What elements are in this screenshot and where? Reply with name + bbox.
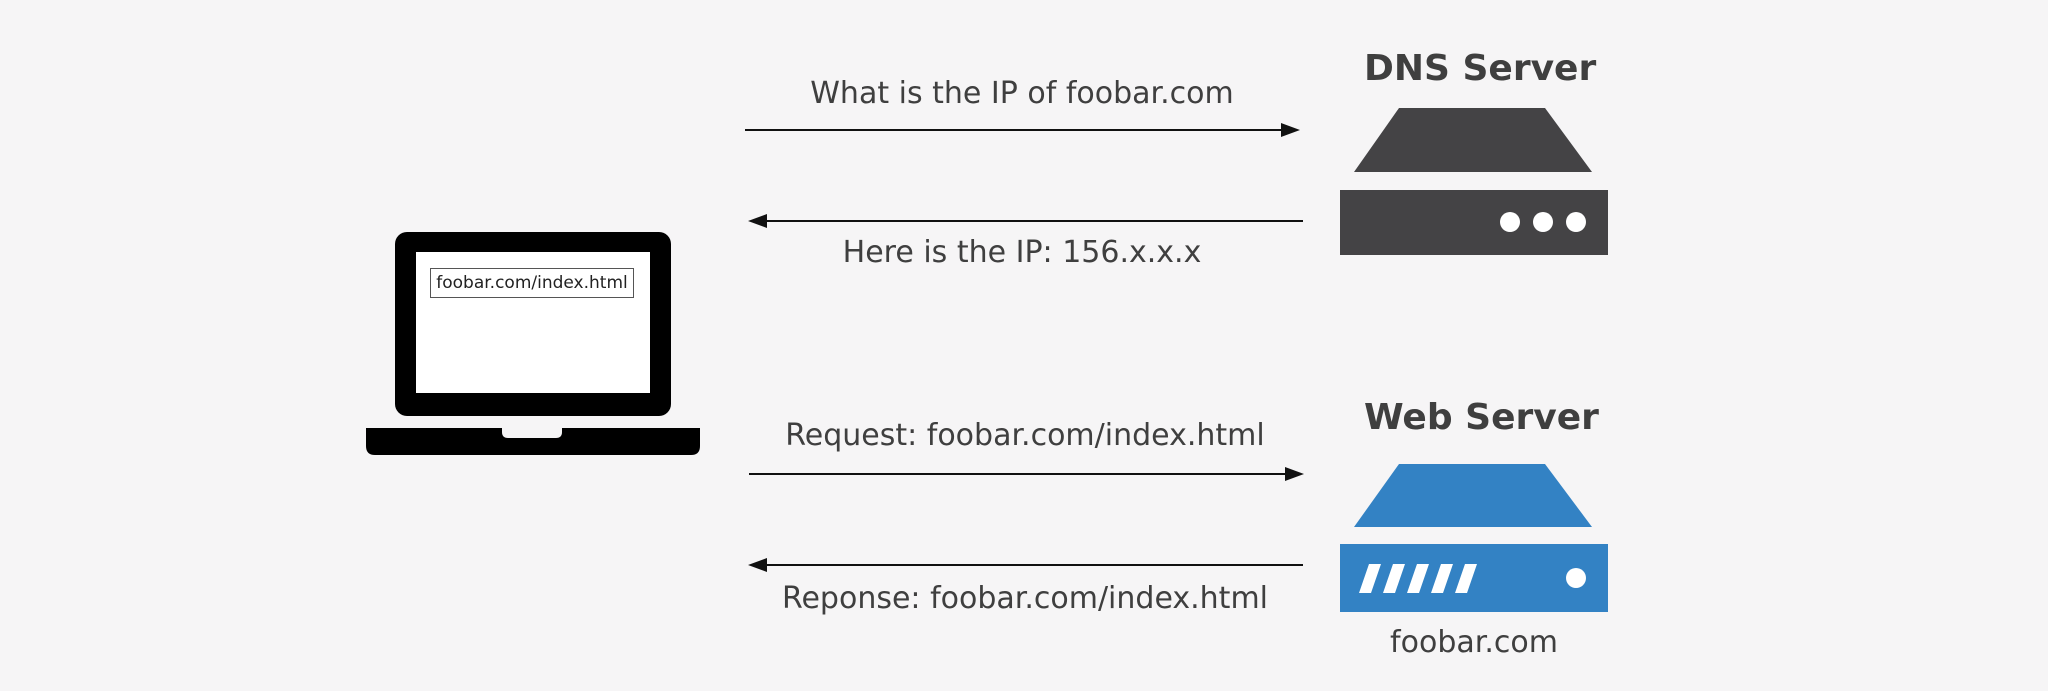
address-bar: foobar.com/index.html (430, 268, 634, 298)
http-request-label: Request: foobar.com/index.html (785, 418, 1265, 453)
web-server-title: Web Server (1364, 397, 1599, 438)
http-response-label: Reponse: foobar.com/index.html (781, 581, 1269, 616)
dns-reply-arrow (748, 214, 1303, 228)
dns-reply-label: Here is the IP: 156.x.x.x (842, 235, 1202, 270)
dns-query-arrow (745, 123, 1300, 137)
web-server-caption: foobar.com (1390, 625, 1558, 660)
dns-server-icon (1340, 108, 1608, 255)
http-request-arrow (749, 467, 1304, 481)
web-server-icon (1340, 464, 1608, 612)
dns-server-title: DNS Server (1364, 48, 1597, 89)
http-response-arrow (748, 558, 1303, 572)
dns-query-label: What is the IP of foobar.com (810, 76, 1234, 111)
laptop-icon (366, 232, 700, 455)
